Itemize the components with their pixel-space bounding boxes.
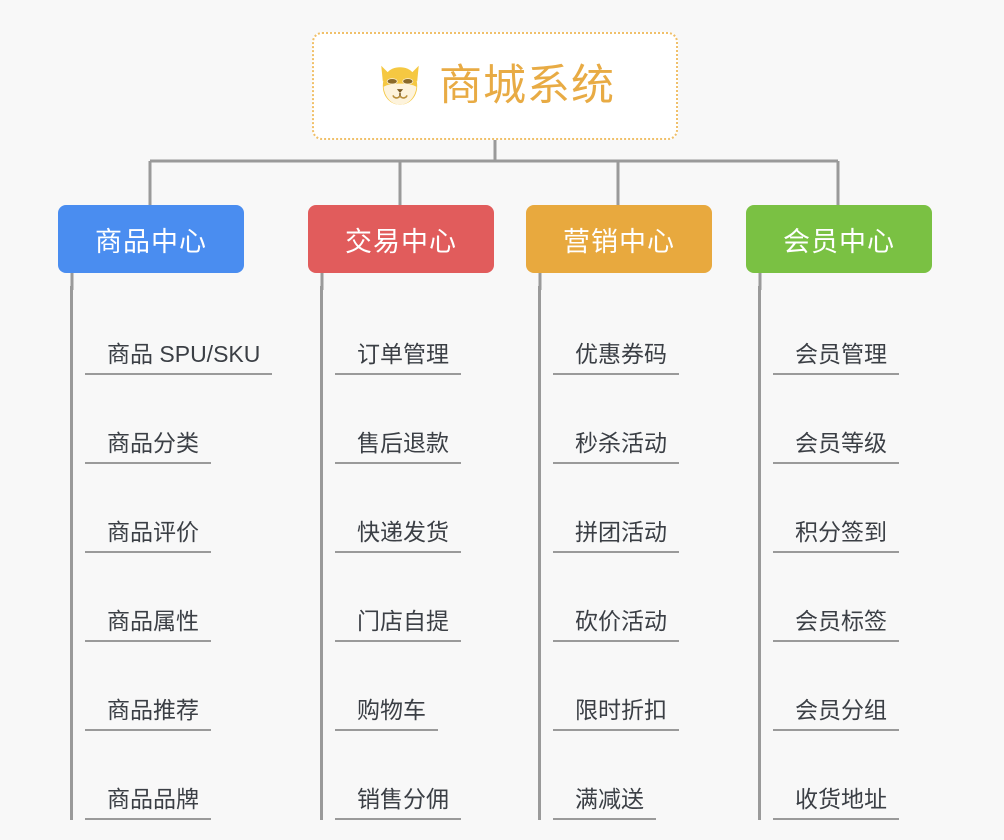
- list-item[interactable]: 砍价活动: [553, 553, 712, 642]
- list-item[interactable]: 订单管理: [335, 286, 494, 375]
- list-item[interactable]: 商品分类: [85, 375, 244, 464]
- list-item[interactable]: 商品评价: [85, 464, 244, 553]
- branch-header-label-2: 营销中心: [563, 226, 675, 257]
- list-item[interactable]: 快递发货: [335, 464, 494, 553]
- leaf-label: 会员管理: [773, 341, 899, 375]
- shiba-dog-icon: [381, 65, 419, 105]
- branch-column-交易中心: 交易中心 订单管理 售后退款 快递发货 门店自提 购物车 销售分佣: [308, 205, 494, 820]
- leaf-label: 购物车: [335, 697, 438, 731]
- list-item[interactable]: 限时折扣: [553, 642, 712, 731]
- leaf-label: 拼团活动: [553, 519, 679, 553]
- list-item[interactable]: 门店自提: [335, 553, 494, 642]
- list-item[interactable]: 积分签到: [773, 464, 932, 553]
- list-item[interactable]: 会员标签: [773, 553, 932, 642]
- list-item[interactable]: 商品品牌: [85, 731, 244, 820]
- list-item[interactable]: 商品推荐: [85, 642, 244, 731]
- branch-items-0: 商品 SPU/SKU 商品分类 商品评价 商品属性 商品推荐 商品品牌: [70, 286, 273, 820]
- root-node-shop-system[interactable]: 商城系统: [312, 32, 678, 140]
- branch-header-0[interactable]: 商品中心: [58, 205, 244, 273]
- branch-header-3[interactable]: 会员中心: [746, 205, 932, 273]
- root-title: 商城系统: [439, 61, 615, 110]
- branch-items-2: 优惠券码 秒杀活动 拼团活动 砍价活动 限时折扣 满减送: [538, 286, 712, 820]
- leaf-label: 销售分佣: [335, 786, 461, 820]
- leaf-label: 商品 SPU/SKU: [85, 341, 273, 375]
- list-item[interactable]: 秒杀活动: [553, 375, 712, 464]
- list-item[interactable]: 商品属性: [85, 553, 244, 642]
- list-item[interactable]: 拼团活动: [553, 464, 712, 553]
- leaf-label: 限时折扣: [553, 697, 679, 731]
- branch-header-2[interactable]: 营销中心: [526, 205, 712, 273]
- leaf-label: 商品评价: [85, 519, 211, 553]
- list-item[interactable]: 购物车: [335, 642, 494, 731]
- leaf-label: 会员分组: [773, 697, 899, 731]
- leaf-label: 优惠券码: [553, 341, 679, 375]
- leaf-label: 满减送: [553, 786, 656, 820]
- list-item[interactable]: 售后退款: [335, 375, 494, 464]
- branch-items-3: 会员管理 会员等级 积分签到 会员标签 会员分组 收货地址: [758, 286, 932, 820]
- list-item[interactable]: 会员分组: [773, 642, 932, 731]
- branch-items-1: 订单管理 售后退款 快递发货 门店自提 购物车 销售分佣: [320, 286, 494, 820]
- leaf-label: 积分签到: [773, 519, 899, 553]
- leaf-label: 会员标签: [773, 608, 899, 642]
- leaf-label: 秒杀活动: [553, 430, 679, 464]
- branch-column-营销中心: 营销中心 优惠券码 秒杀活动 拼团活动 砍价活动 限时折扣 满减送: [526, 205, 712, 820]
- leaf-label: 售后退款: [335, 430, 461, 464]
- list-item[interactable]: 商品 SPU/SKU: [85, 286, 273, 375]
- branch-header-label-3: 会员中心: [783, 226, 895, 257]
- leaf-label: 门店自提: [335, 608, 461, 642]
- leaf-label: 商品品牌: [85, 786, 211, 820]
- branch-header-1[interactable]: 交易中心: [308, 205, 494, 273]
- leaf-label: 会员等级: [773, 430, 899, 464]
- branch-header-label-0: 商品中心: [95, 226, 207, 257]
- leaf-label: 砍价活动: [553, 608, 679, 642]
- leaf-label: 商品分类: [85, 430, 211, 464]
- leaf-label: 商品推荐: [85, 697, 211, 731]
- leaf-label: 收货地址: [773, 786, 899, 820]
- list-item[interactable]: 收货地址: [773, 731, 932, 820]
- leaf-label: 订单管理: [335, 341, 461, 375]
- branch-header-label-1: 交易中心: [345, 226, 457, 257]
- branch-column-商品中心: 商品中心 商品 SPU/SKU 商品分类 商品评价 商品属性 商品推荐 商品品牌: [58, 205, 273, 820]
- list-item[interactable]: 优惠券码: [553, 286, 712, 375]
- list-item[interactable]: 满减送: [553, 731, 712, 820]
- leaf-label: 商品属性: [85, 608, 211, 642]
- branch-column-会员中心: 会员中心 会员管理 会员等级 积分签到 会员标签 会员分组 收货地址: [746, 205, 932, 820]
- list-item[interactable]: 会员管理: [773, 286, 932, 375]
- leaf-label: 快递发货: [335, 519, 461, 553]
- list-item[interactable]: 会员等级: [773, 375, 932, 464]
- list-item[interactable]: 销售分佣: [335, 731, 494, 820]
